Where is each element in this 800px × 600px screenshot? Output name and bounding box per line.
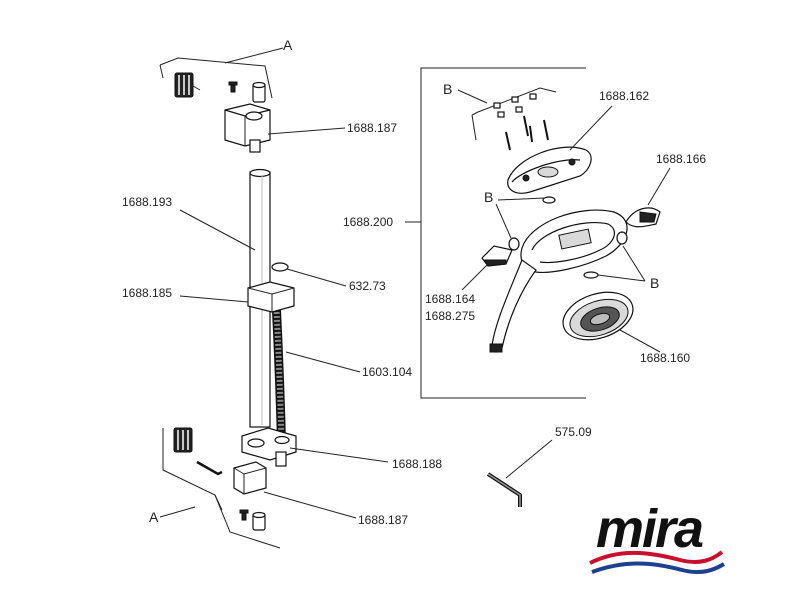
label-1688-187-top: 1688.187 bbox=[347, 121, 397, 135]
mira-logo-text: mira bbox=[596, 499, 703, 559]
label-1688-275: 1688.275 bbox=[425, 309, 475, 323]
seal-b-right-lower bbox=[583, 271, 599, 279]
wall-plug-bottom bbox=[252, 511, 266, 531]
back-plate-1688-162 bbox=[507, 146, 592, 194]
callout-b-right: B bbox=[650, 275, 659, 291]
label-1688-185: 1688.185 bbox=[122, 286, 172, 300]
label-1688-162: 1688.162 bbox=[599, 89, 649, 103]
allen-key-575-09 bbox=[486, 472, 522, 507]
slider-1688-185 bbox=[247, 281, 295, 313]
label-575-09: 575.09 bbox=[555, 425, 592, 439]
seal-b-left bbox=[508, 237, 520, 251]
hose-holder-1688-188 bbox=[241, 427, 297, 467]
handset-assembly-box bbox=[405, 67, 586, 399]
label-1688-200: 1688.200 bbox=[343, 215, 393, 229]
group-a-bottom: A bbox=[149, 427, 281, 549]
wall-clip-bottom bbox=[173, 427, 193, 453]
o-ring-632-73 bbox=[271, 262, 289, 272]
label-1688-160: 1688.160 bbox=[640, 351, 690, 365]
label-1603-104: 1603.104 bbox=[362, 365, 412, 379]
screw-top bbox=[228, 81, 238, 93]
callout-a-top: A bbox=[283, 37, 293, 53]
callout-a-bottom: A bbox=[149, 509, 159, 525]
group-a-top: A bbox=[159, 37, 293, 103]
wall-clip-top bbox=[174, 72, 201, 98]
allen-key-small bbox=[196, 460, 223, 476]
group-b-top: B bbox=[443, 81, 557, 151]
seal-b-right-upper bbox=[616, 231, 628, 245]
bracket-1688-187-bottom bbox=[233, 461, 267, 495]
handset-body bbox=[489, 209, 628, 353]
bracket-1688-187-top bbox=[224, 103, 271, 153]
callout-b-top: B bbox=[443, 81, 452, 97]
label-1688-166: 1688.166 bbox=[656, 152, 706, 166]
label-1688-164: 1688.164 bbox=[425, 292, 475, 306]
label-1688-187-bottom: 1688.187 bbox=[358, 513, 408, 527]
trim-1688-164 bbox=[481, 245, 513, 267]
mira-logo: mira bbox=[589, 499, 726, 575]
screw-bottom bbox=[239, 509, 249, 521]
side-trim-1688-166 bbox=[625, 207, 661, 228]
callout-b-left: B bbox=[484, 189, 493, 205]
label-632-73: 632.73 bbox=[349, 279, 386, 293]
spray-plate-1688-160 bbox=[562, 291, 634, 341]
wall-plug-top bbox=[252, 81, 266, 103]
label-1688-193: 1688.193 bbox=[122, 195, 172, 209]
label-1688-188: 1688.188 bbox=[392, 457, 442, 471]
